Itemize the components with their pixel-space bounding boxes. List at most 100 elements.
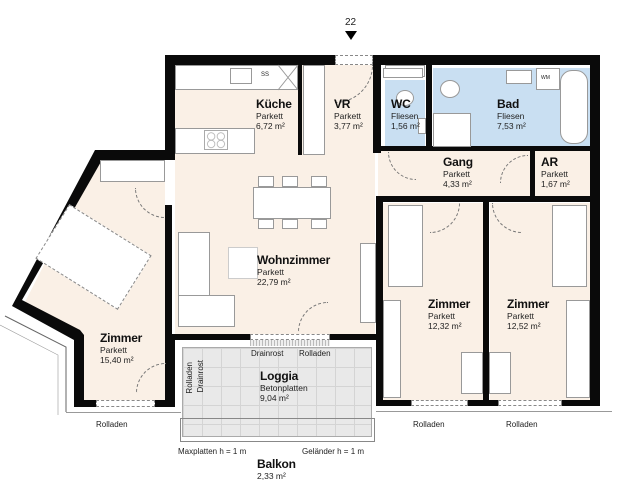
room-material: Parkett	[257, 266, 284, 277]
room-material: Parkett	[100, 344, 127, 355]
wall-right	[590, 55, 600, 405]
wall-zimmer-bottom-1	[376, 400, 411, 406]
room-label-ar: AR Parkett 1,67 m²	[541, 155, 570, 189]
tv-sideboard	[360, 243, 376, 323]
chair	[258, 219, 274, 229]
room-label-wc: WC Fliesen 1,56 m²	[391, 97, 420, 131]
room-area: 2,33 m²	[257, 470, 286, 481]
room-material: Parkett	[507, 310, 534, 321]
maxplatten-label: Maxplatten h = 1 m	[178, 447, 247, 456]
kitchen-sink	[230, 68, 252, 84]
room-name: WC	[391, 97, 411, 111]
room-material: Fliesen	[497, 110, 525, 121]
wc-sink	[418, 118, 426, 134]
ar-floor	[535, 150, 590, 198]
bed-right-room	[552, 205, 587, 287]
wall-left-room-right	[165, 340, 175, 407]
wall-top-right	[373, 55, 600, 65]
room-name: Balkon	[257, 457, 296, 471]
chair	[282, 176, 298, 187]
wall-gang-ar	[530, 150, 535, 200]
rolladen-zimmer-right-label: Rolladen	[506, 420, 538, 429]
gelaender-label: Geländer h = 1 m	[302, 447, 365, 456]
desk-mid-room	[461, 352, 483, 394]
room-name: Küche	[256, 97, 292, 111]
wall-bath-bottom	[378, 146, 600, 151]
room-name: Wohnzimmer	[257, 253, 331, 267]
drainrost-side-label: Drainrost	[196, 360, 205, 393]
bath-sink	[433, 113, 471, 147]
rolladen-zimmer-left-label: Rolladen	[96, 420, 128, 429]
door-entrance-frame	[335, 55, 373, 65]
wall-left-room-bottom-a	[74, 400, 96, 407]
window-wohnzimmer	[250, 334, 330, 340]
shelf-vr	[303, 65, 325, 155]
room-material: Betonplatten	[260, 382, 308, 393]
room-material: Parkett	[428, 310, 455, 321]
room-area: 1,56 m²	[391, 120, 420, 131]
loggia-floor	[182, 347, 372, 437]
chair	[311, 219, 327, 229]
chair	[282, 219, 298, 229]
room-label-kueche: Küche Parkett 6,72 m²	[256, 97, 292, 131]
room-name: Zimmer	[507, 297, 550, 311]
room-label-zimmer-mid: Zimmer Parkett 12,32 m²	[428, 297, 471, 331]
room-label-loggia: Loggia Betonplatten 9,04 m²	[260, 369, 308, 403]
room-name: VR	[334, 97, 351, 111]
wall-wohn-bottom-left	[165, 334, 250, 340]
wall-wohn-bottom-right	[330, 334, 383, 340]
bath-cabinet	[506, 70, 532, 84]
triangle-down-icon	[345, 31, 357, 40]
window-zimmer-right	[498, 400, 562, 406]
wall-wc-bad	[426, 65, 432, 150]
room-name: AR	[541, 155, 558, 169]
chair	[311, 176, 327, 187]
room-name: Bad	[497, 97, 520, 111]
room-label-gang: Gang Parkett 4,33 m²	[443, 155, 473, 189]
shelf-vr-wc	[383, 68, 423, 78]
room-area: 9,04 m²	[260, 392, 289, 403]
room-area: 6,72 m²	[256, 120, 285, 131]
wall-kitchen-vr	[298, 65, 302, 155]
stove-icon	[204, 130, 228, 150]
room-label-zimmer-left: Zimmer Parkett 15,40 m²	[100, 331, 142, 365]
room-name: Gang	[443, 155, 473, 169]
wardrobe-left-room	[100, 160, 165, 182]
room-area: 12,52 m²	[507, 320, 541, 331]
wall-zimmer-bottom-2	[468, 400, 498, 406]
wall-wohn-zimmer	[376, 196, 383, 406]
room-label-vr: VR Parkett 3,77 m²	[334, 97, 363, 131]
room-label-wohnzimmer: Wohnzimmer Parkett 22,79 m²	[257, 253, 331, 287]
bed-mid-room	[388, 205, 423, 287]
room-material: Fliesen	[391, 110, 419, 121]
washing-machine	[536, 68, 560, 90]
wall-left-upper	[165, 55, 175, 160]
rolladen-zimmer-mid-label: Rolladen	[413, 420, 445, 429]
wardrobe-right-room	[566, 300, 590, 398]
wall-left-mid	[165, 205, 172, 340]
desk-right-room	[489, 352, 511, 394]
room-area: 1,67 m²	[541, 178, 570, 189]
entrance-number: 22	[345, 17, 357, 28]
rolladen-top-label: Rolladen	[299, 349, 331, 358]
chair	[258, 176, 274, 187]
washing-machine-label: WM	[541, 75, 550, 81]
dining-table	[253, 187, 331, 219]
room-area: 12,32 m²	[428, 320, 462, 331]
room-area: 22,79 m²	[257, 276, 291, 287]
wall-vr-wc	[373, 55, 381, 153]
wall-zimmer-divider	[483, 196, 489, 406]
outline-bottom-right	[376, 411, 612, 412]
wall-zimmer-bottom-3	[562, 400, 600, 406]
sofa-chaise	[178, 295, 235, 327]
outline-bottom-left	[66, 412, 181, 413]
room-name: Loggia	[260, 369, 299, 383]
toilet-wc	[396, 90, 414, 106]
drainrost-top-label: Drainrost	[251, 349, 284, 358]
room-name: Zimmer	[428, 297, 471, 311]
window-left-room	[96, 400, 155, 407]
coffee-table	[228, 247, 258, 279]
rolladen-side-label: Rolladen	[185, 362, 194, 394]
room-material: Parkett	[334, 110, 361, 121]
